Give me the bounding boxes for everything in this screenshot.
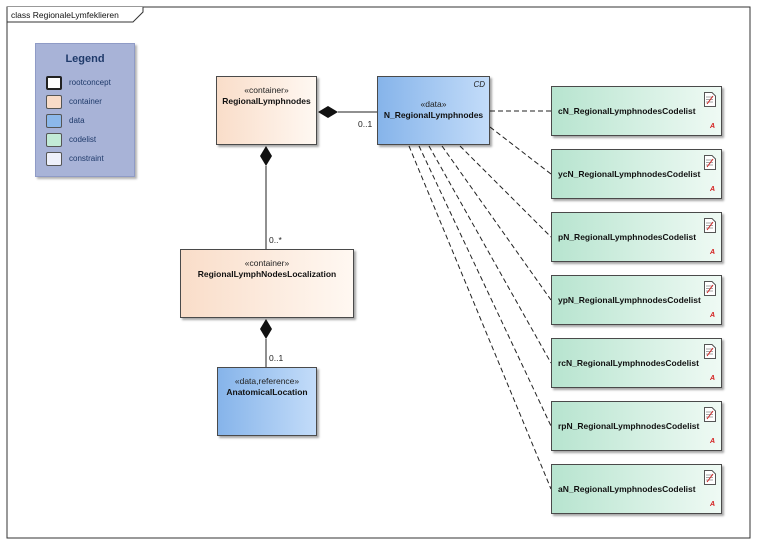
class-regional-lymph-nodes-localization[interactable]: «container» RegionalLymphNodesLocalizati… [180,249,354,318]
class-stereotype: «data,reference» [234,376,300,386]
codelist-rcn[interactable]: rcN_RegionalLymphnodesCodelist A [551,338,722,388]
abstract-mark: A [709,186,715,193]
multiplicity-n-regional: 0..1 [358,119,373,129]
class-stereotype: «data» [420,99,447,109]
legend-title: Legend [65,53,105,65]
codelist-name: ycN_RegionalLymphnodesCodelist [558,169,701,179]
codelist-name: rpN_RegionalLymphnodesCodelist [558,421,700,431]
legend-swatch-container [46,95,62,109]
dependency-line [428,145,552,364]
composition-diamond-anatomical [260,319,272,339]
codelist-cn[interactable]: cN_RegionalLymphnodesCodelist A [551,86,722,136]
class-stereotype: «container» [244,258,290,268]
legend-swatch-codelist [46,133,62,147]
legend-label: container [69,97,102,106]
codelist-an[interactable]: aN_RegionalLymphnodesCodelist A [551,464,722,514]
class-name: RegionalLymphNodesLocalization [197,269,337,279]
dependency-line [408,145,552,490]
dependency-line [459,145,552,238]
document-icon [704,407,716,422]
abstract-mark: A [709,375,715,382]
composition-diamond-localization [260,146,272,166]
document-icon [704,155,716,170]
document-icon [704,281,716,296]
legend-label: constraint [69,154,104,163]
dependency-lines [408,110,552,490]
frame-title: class RegionaleLymfeklieren [11,10,119,20]
legend-swatch-data [46,114,62,128]
legend-swatch-rootconcept [46,76,62,90]
codelist-name: ypN_RegionalLymphnodesCodelist [558,295,701,305]
class-name: N_RegionalLymphnodes [383,110,484,120]
document-icon [704,470,716,485]
multiplicity-localization: 0..* [269,235,282,245]
codelist-ypn[interactable]: ypN_RegionalLymphnodesCodelist A [551,275,722,325]
legend-swatch-constraint [46,152,62,166]
frame-title-tab [6,7,144,23]
class-name: AnatomicalLocation [226,387,308,397]
class-name: RegionalLymphnodes [222,96,311,106]
codelist-pn[interactable]: pN_RegionalLymphnodesCodelist A [551,212,722,262]
abstract-mark: A [709,312,715,319]
class-tag: CD [473,80,485,89]
legend-label: data [69,116,85,125]
legend-label: codelist [69,135,97,144]
codelist-name: pN_RegionalLymphnodesCodelist [558,232,697,242]
document-icon [704,92,716,107]
diagram-frame [6,6,751,539]
abstract-mark: A [709,438,715,445]
abstract-mark: A [709,249,715,256]
class-anatomical-location[interactable]: «data,reference» AnatomicalLocation [217,367,317,436]
codelist-ycn[interactable]: ycN_RegionalLymphnodesCodelist A [551,149,722,199]
dependency-line [418,145,552,427]
codelist-name: cN_RegionalLymphnodesCodelist [558,106,696,116]
codelist-name: rcN_RegionalLymphnodesCodelist [558,358,699,368]
document-icon [704,218,716,233]
codelist-name: aN_RegionalLymphnodesCodelist [558,484,696,494]
abstract-mark: A [709,501,715,508]
codelist-rpn[interactable]: rpN_RegionalLymphnodesCodelist A [551,401,722,451]
composition-diamond-n-regional [318,106,338,118]
multiplicity-anatomical: 0..1 [269,353,284,363]
class-regional-lymphnodes[interactable]: «container» RegionalLymphnodes [216,76,317,145]
dependency-line [489,126,552,175]
class-n-regional-lymphnodes[interactable]: CD «data» N_RegionalLymphnodes [377,76,490,145]
legend: Legend rootconcept container data codeli… [35,43,135,177]
legend-label: rootconcept [69,78,111,87]
class-stereotype: «container» [244,85,289,95]
dependency-line [441,145,552,301]
document-icon [704,344,716,359]
abstract-mark: A [709,123,715,130]
